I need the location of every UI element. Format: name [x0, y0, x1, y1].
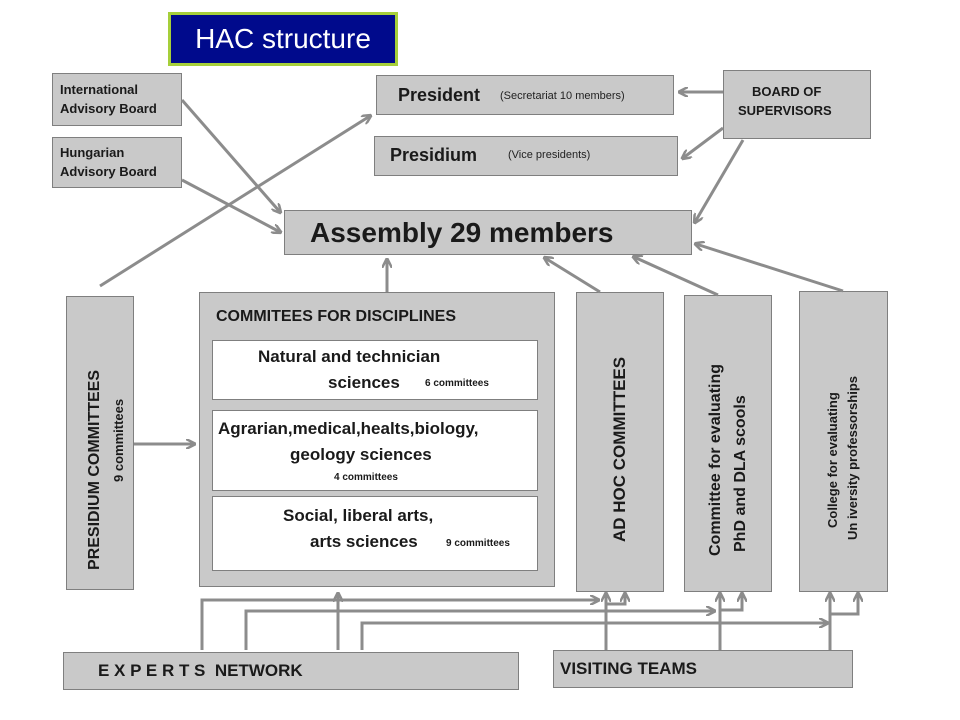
presidium-label: Presidium	[390, 145, 478, 165]
discipline-group-agrarian	[212, 410, 538, 491]
arrow-presidium-committees-to-president	[99, 116, 370, 288]
hungarian-advisory-board	[52, 137, 182, 188]
president-box	[376, 75, 674, 115]
visiting-teams-label: VISITING TEAMS	[560, 659, 697, 678]
experts-network-box	[63, 652, 519, 690]
international-advisory-board-line1: International	[60, 82, 139, 97]
discipline-group-natural	[212, 340, 538, 400]
arrow-intl-to-assembly	[180, 99, 280, 212]
arrow-visiting-to-phd-right	[720, 594, 742, 612]
arrow-college-to-assembly	[696, 244, 844, 293]
president-label: President	[398, 85, 481, 105]
international-advisory-board-line2: Advisory Board	[60, 101, 157, 116]
arrow-board-to-assembly	[695, 139, 745, 222]
arrow-visiting-to-adhoc-right	[606, 594, 625, 606]
discipline-group-social-line2: arts sciences	[310, 532, 418, 551]
board-of-supervisors-line1: BOARD OF	[752, 84, 822, 99]
college-box	[799, 291, 888, 592]
president-note: (Secretariat 10 members)	[500, 90, 625, 102]
ad-hoc-committees-box	[576, 292, 664, 592]
discipline-group-social-line1: Social, liberal arts,	[283, 506, 434, 525]
discipline-group-social	[212, 496, 538, 571]
visiting-teams-box	[553, 650, 853, 688]
discipline-group-natural-count: 6 committees	[425, 378, 489, 389]
discipline-group-social-count: 9 committees	[446, 538, 510, 549]
arrow-hungarian-to-assembly	[181, 178, 280, 232]
presidium-box	[374, 136, 678, 176]
presidium-note: (Vice presidents)	[508, 149, 591, 161]
discipline-group-natural-line2: sciences	[328, 373, 400, 392]
phd-committee-box	[684, 295, 772, 592]
arrow-adhoc-to-assembly	[545, 258, 601, 294]
diagram-title: HAC structure	[168, 12, 398, 66]
arrow-phd-to-assembly	[634, 257, 719, 297]
discipline-group-agrarian-line2: geology sciences	[290, 445, 432, 464]
arrow-board-to-presidium	[683, 126, 724, 158]
arrow-experts-to-college	[360, 623, 827, 650]
arrow-experts-to-phd	[244, 611, 714, 650]
arrow-experts-to-adhoc	[200, 600, 598, 650]
discipline-group-agrarian-line1: Agrarian,medical,healts,biology,	[218, 419, 479, 438]
discipline-group-natural-line1: Natural and technician	[258, 347, 441, 366]
assembly-label: Assembly 29 members	[310, 217, 614, 248]
board-of-supervisors	[723, 70, 871, 139]
discipline-group-agrarian-count: 4 committees	[334, 472, 398, 483]
presidium-committees-box	[66, 296, 134, 590]
hungarian-advisory-board-line1: Hungarian	[60, 145, 125, 160]
experts-network-label: E X P E R T S NETWORK	[98, 661, 303, 680]
committees-for-disciplines-header: COMMITEES FOR DISCIPLINES	[216, 308, 457, 325]
assembly-box	[284, 210, 692, 255]
arrow-visiting-to-college-right	[830, 594, 858, 616]
hungarian-advisory-board-line2: Advisory Board	[60, 164, 157, 179]
board-of-supervisors-line2: SUPERVISORS	[738, 103, 832, 118]
international-advisory-board	[52, 73, 182, 126]
